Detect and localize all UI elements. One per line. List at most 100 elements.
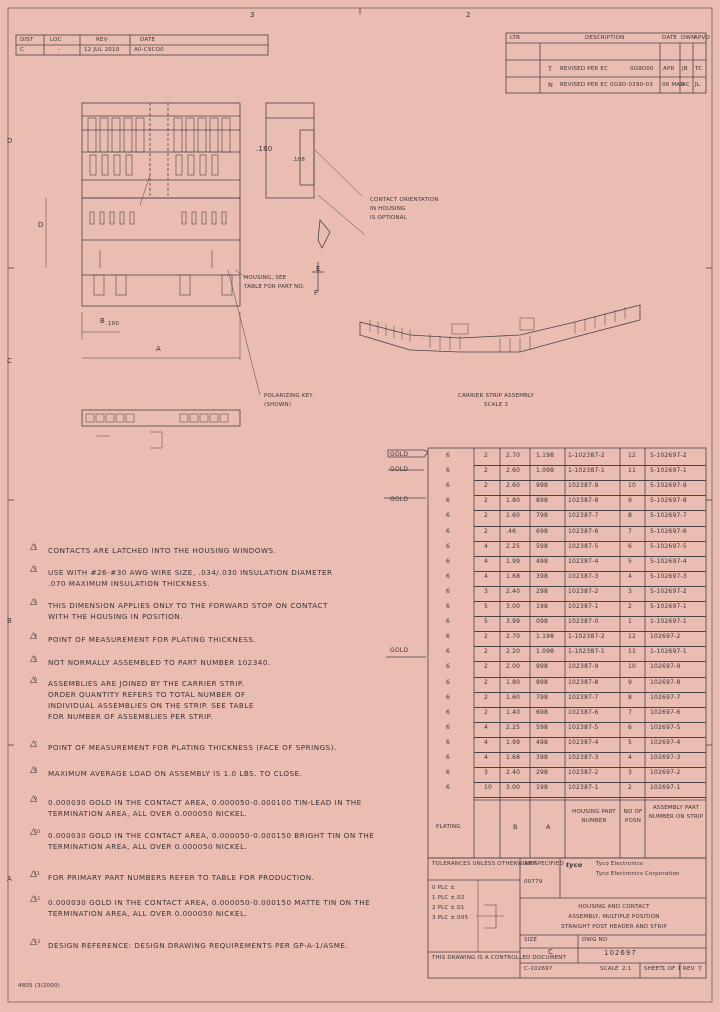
drawing-number-footer: C-102697 <box>524 966 553 972</box>
cell-qty: 2 <box>484 648 489 656</box>
table-row-divider <box>474 691 706 693</box>
note: THIS DIMENSION APPLIES ONLY TO THE FORWA… <box>48 600 328 622</box>
zone-row-c: C <box>7 357 13 365</box>
cell-assembly: 102697-1 <box>650 784 681 792</box>
note: FOR PRIMARY PART NUMBERS REFER TO TABLE … <box>48 872 314 883</box>
cell-b: 498 <box>536 738 549 746</box>
cell-assembly: 5-102697-6 <box>650 527 687 535</box>
cell-housing: 102387-4 <box>568 738 599 746</box>
note-flag-icon: △ <box>30 794 37 804</box>
cell-a: 2.60 <box>506 467 521 475</box>
scale-label: SCALE <box>600 966 619 972</box>
note: CONTACTS ARE LATCHED INTO THE HOUSING WI… <box>48 545 276 556</box>
cell-housing: 102387-2 <box>568 769 599 777</box>
cell-assembly: 5-102697-2 <box>650 452 687 459</box>
cell-ref: 6 <box>446 572 451 580</box>
box-loc-value: - <box>58 47 61 53</box>
note-flag-icon: △ <box>30 869 37 879</box>
cell-ref: 6 <box>446 603 451 610</box>
carrier-strip-title: CARRIER STRIP ASSEMBLY <box>458 393 535 399</box>
cell-ref: 6 <box>446 512 451 520</box>
cell-a: 3.00 <box>506 603 521 610</box>
cell-qty: 4 <box>484 723 489 731</box>
note: 0.000030 GOLD IN THE CONTACT AREA, 0.000… <box>48 797 362 819</box>
rev-2-apvd: JL <box>695 82 701 88</box>
table-row-divider <box>474 782 706 784</box>
cell-housing: 102387-9 <box>568 482 599 490</box>
cell-b: 898 <box>536 497 549 505</box>
table-row-divider <box>474 631 706 633</box>
cell-assembly: 102697-3 <box>650 754 681 761</box>
tolerance-header: TOLERANCES UNLESS OTHERWISE SPECIFIED <box>432 861 564 867</box>
cell-housing: 102387-9 <box>568 663 599 671</box>
rev-1-date: APR <box>663 66 675 72</box>
company-logo: tyco <box>566 861 583 869</box>
cell-ref: 6 <box>446 678 451 686</box>
box-dist-label: DIST <box>20 37 34 43</box>
rev-ltr-header: LTR <box>510 35 521 41</box>
plating-tag: GOLD <box>390 451 409 458</box>
note-flag-icon: △ <box>30 654 37 664</box>
note-flag-icon: △ <box>30 631 37 641</box>
rev-desc-header: DESCRIPTION <box>585 35 625 41</box>
cell-posn: 8 <box>628 693 633 701</box>
zone-row-a: A <box>7 875 12 883</box>
cell-posn: 5 <box>628 738 633 746</box>
cell-qty: 2 <box>484 678 489 686</box>
cell-ref: 6 <box>446 784 451 792</box>
polarizing-key-callout: POLARIZING KEY (SHOWN) <box>264 392 313 410</box>
cell-housing: 102387-6 <box>568 527 599 535</box>
note: 0.000030 GOLD IN THE CONTACT AREA, 0.000… <box>48 897 370 919</box>
header-no-of-posn: NO OF POSN <box>623 809 643 824</box>
cell-posn: 8 <box>628 512 633 520</box>
note-number: 4 <box>34 634 38 639</box>
dim-d-label: D <box>38 221 44 229</box>
table-row-divider <box>474 661 706 663</box>
cell-posn: 2 <box>628 603 633 610</box>
carrier-strip-caption: CARRIER STRIP ASSEMBLY SCALE 2 <box>458 392 534 410</box>
cell-housing: 102387-4 <box>568 557 599 565</box>
box-loc-label: LOC <box>50 37 62 43</box>
cell-ref: 6 <box>446 452 451 459</box>
drawing-number: 102697 <box>604 949 637 957</box>
plating-tag: GOLD <box>390 466 409 474</box>
housing-callout-line-1: HOUSING, SEE <box>244 275 287 281</box>
company-name: Tyco Electronics <box>596 861 644 867</box>
cell-ref: 6 <box>446 497 451 505</box>
cell-a: 2.40 <box>506 587 521 595</box>
cell-qty: 2 <box>484 633 489 641</box>
table-row-divider <box>474 721 706 723</box>
cell-a: 2.25 <box>506 723 521 731</box>
table-row-divider <box>474 555 706 557</box>
header-b: B <box>513 823 518 831</box>
cell-b: 698 <box>536 527 549 535</box>
cell-qty: 4 <box>484 754 489 761</box>
cell-housing: 102387-7 <box>568 693 599 701</box>
note-flag-icon: △ <box>30 937 37 947</box>
table-row-divider <box>474 767 706 769</box>
cell-b: 698 <box>536 708 549 716</box>
cell-housing: 102387-8 <box>568 678 599 686</box>
form-number: 4805 (3/2000) <box>18 983 60 989</box>
tolerance-2: 2 PLC ±.01 <box>432 905 465 911</box>
cell-qty: 2 <box>484 527 489 535</box>
note-line: TERMINATION AREA, ALL OVER 0.000050 NICK… <box>48 842 248 851</box>
table-row-divider <box>474 736 706 738</box>
cell-a: 3.99 <box>506 618 521 626</box>
sheet-label: SHEET <box>644 966 663 972</box>
cell-a: 1.60 <box>506 693 521 701</box>
cell-a: 1.80 <box>506 497 521 505</box>
cell-a: .46 <box>506 527 517 535</box>
note-line: ASSEMBLIES ARE JOINED BY THE CARRIER STR… <box>48 679 245 688</box>
drawing-title-line-2: ASSEMBLY, MULTIPLE POSITION <box>568 914 660 920</box>
cell-b: 798 <box>536 512 549 520</box>
cell-ref: 6 <box>446 633 451 641</box>
size-value: C <box>548 948 554 956</box>
contact-orientation-line-1: CONTACT ORIENTATION <box>370 197 439 203</box>
rev-1-dwn: JB <box>682 66 688 72</box>
note-line: 0.000030 GOLD IN THE CONTACT AREA, 0.000… <box>48 831 375 840</box>
cell-qty: 5 <box>484 603 489 610</box>
cell-ref: 6 <box>446 648 451 656</box>
note-line: MAXIMUM AVERAGE LOAD ON ASSEMBLY IS 1.0 … <box>48 769 303 778</box>
rev-2-desc: REVISED PER EC 0G9D-0290-03 <box>560 82 653 88</box>
